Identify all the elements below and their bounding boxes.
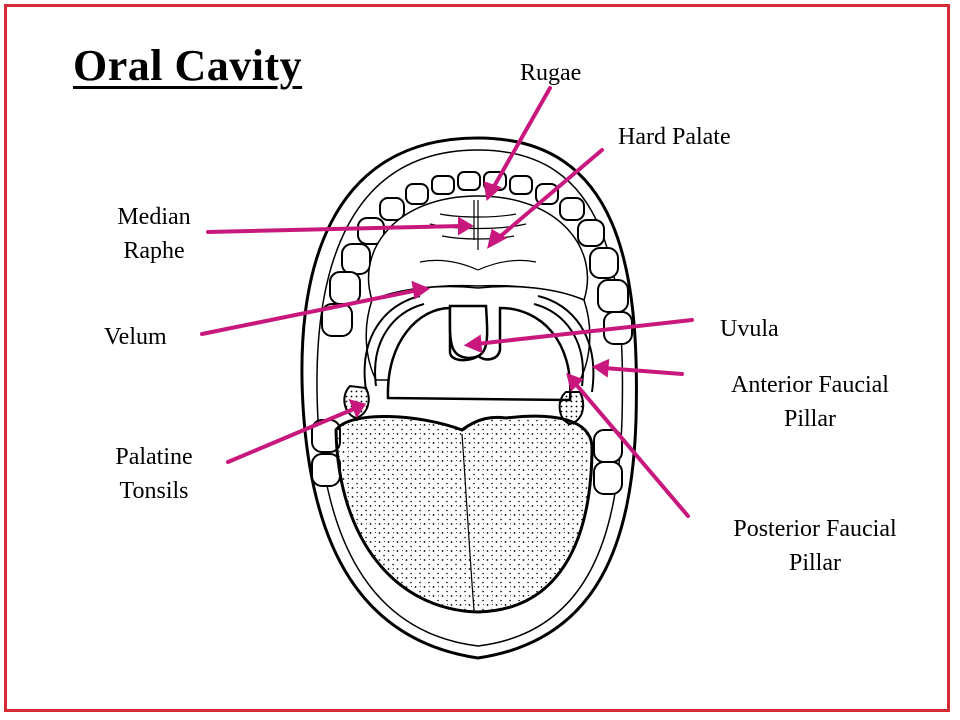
leader-hard-palate [494,148,604,242]
leader-median-raphe [206,224,464,234]
label-palatine-tonsils-line1: Palatine [115,444,193,470]
leader-anterior-faucial-pillar [602,366,684,376]
label-median-raphe-line1: Median [117,204,191,230]
inner-lip [316,149,624,647]
label-anterior-faucial-pillar-line1: Anterior Faucial [731,372,889,398]
leader-rugae [490,86,552,192]
label-posterior-faucial-pillar-line1: Posterior Faucial [733,516,897,542]
label-anterior-faucial-pillar-line2: Pillar [784,406,836,432]
label-uvula: Uvula [720,316,779,342]
label-rugae: Rugae [520,60,582,86]
label-median-raphe-line2: Raphe [123,238,185,264]
label-posterior-faucial-pillar-line2: Pillar [789,550,841,576]
tongue-median-groove [461,433,475,611]
label-median-raphe: Median Raphe [104,200,204,268]
diagram-title: Oral Cavity [73,41,303,90]
tongue [334,414,594,614]
leader-uvula [474,318,694,346]
leader-posterior-faucial-pillar [572,380,690,518]
leader-velum [200,288,420,336]
upper-teeth [321,171,633,345]
label-anterior-faucial-pillar: Anterior Faucial Pillar [700,368,920,436]
label-posterior-faucial-pillar: Posterior Faucial Pillar [702,512,928,580]
label-velum: Velum [104,324,167,350]
slide-frame [4,4,950,712]
leader-palatine-tonsils [226,406,358,464]
faucial-pillars [363,295,595,393]
label-palatine-tonsils: Palatine Tonsils [98,440,210,508]
label-hard-palate: Hard Palate [618,124,731,150]
label-palatine-tonsils-line2: Tonsils [119,478,189,504]
leader-lines [200,86,694,518]
lower-teeth [311,419,623,495]
